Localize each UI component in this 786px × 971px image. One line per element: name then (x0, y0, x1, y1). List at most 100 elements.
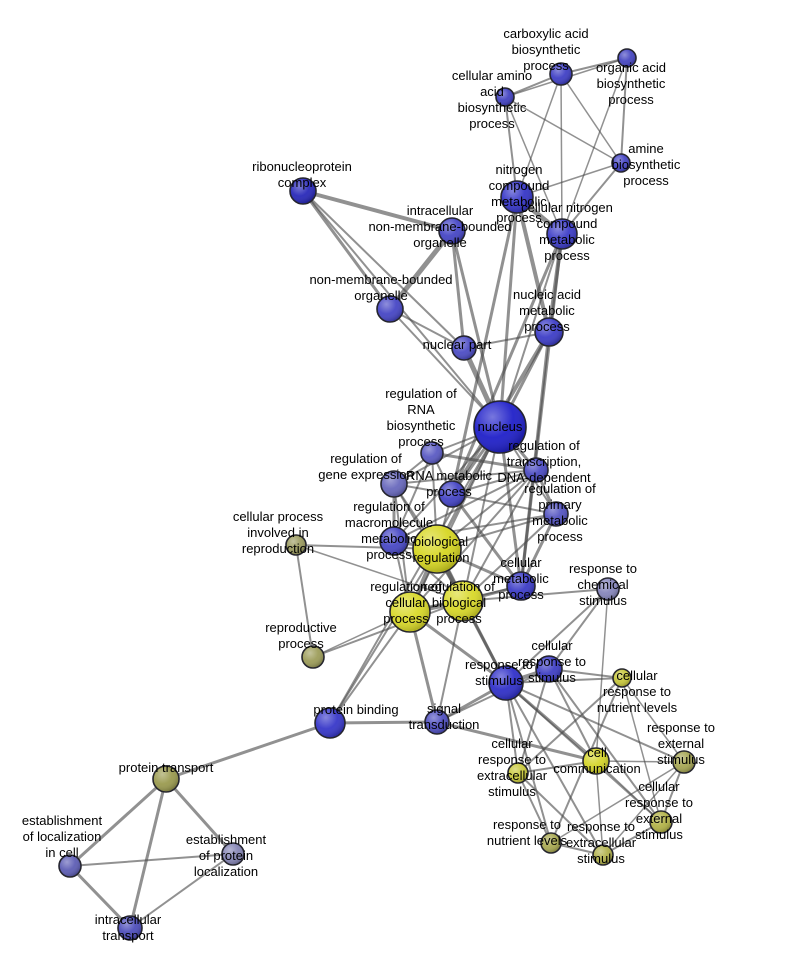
graph-edge-ccomm-sigtx (435, 720, 598, 763)
graph-edge-respstim-rext (505, 682, 685, 763)
graph-edge-pbind-nucleus (329, 426, 501, 724)
graph-edge-respstim-crnutr (505, 677, 623, 684)
graph-edge-inmb-npart (450, 229, 466, 350)
graph-edge-crnutr-crext (621, 677, 662, 823)
node-label-nucleus: nucleus (478, 419, 523, 434)
graph-edge-respchem-cellrstim (548, 588, 609, 670)
graph-edge-regtx-regrna (430, 451, 538, 472)
graph-edge-amino-cnitro (504, 96, 563, 235)
graph-edge-crnutr-crextra (517, 677, 623, 774)
graph-edge-inmb-nmb (387, 228, 455, 312)
graph-edge-cellrstim-crext (548, 668, 662, 823)
graph-edge-carb-cnitro (560, 73, 563, 235)
graph-edge-carb-amine (560, 73, 622, 164)
graph-node-bioreg[interactable] (412, 524, 462, 574)
graph-edge-amino-amine (504, 96, 622, 164)
graph-edge-ptrans-estloc (68, 777, 168, 868)
graph-edge-crextra-rnutr (517, 772, 552, 844)
graph-edge-estloc-estprot (69, 853, 234, 867)
graph-edge-cpir-repro (295, 544, 314, 658)
graph-edge-ribo-npart (302, 190, 465, 349)
graph-edge-respchem-respstim (505, 588, 609, 684)
graph-edge-regtx-regcell (409, 469, 537, 613)
graph-edge-rext-rnutr (550, 761, 685, 844)
graph-edge-regtx-regbio (462, 469, 537, 602)
graph-edge-regrna-regmacro (393, 452, 433, 542)
node-label-npart: nuclear part (423, 337, 492, 352)
graph-edge-cnitro-rnamet (450, 232, 564, 496)
graph-edge-nmb-npart (389, 308, 465, 349)
graph-edge-nitro-rnamet (450, 195, 519, 496)
graph-edge-ccomm-rextra (595, 760, 604, 856)
graph-edge-nitro-nucleus (498, 195, 519, 429)
graph-edge-ribo-nmb (301, 189, 392, 311)
graph-edge-ptrans-estprot (164, 777, 235, 856)
node-label-pbind: protein binding (313, 702, 398, 717)
graph-edge-respstim-crext (505, 682, 662, 823)
graph-edge-cpir-regbio (295, 544, 464, 602)
graph-edge-respchem-regbio (462, 588, 609, 602)
graph-edge-estprot-intrans (129, 853, 234, 929)
graph-edge-orga-cnitro (561, 57, 628, 235)
graph-edge-rext-ccomm (595, 760, 685, 763)
graph-edge-rnamet-regprim (451, 493, 557, 515)
graph-edge-ribo-inmb (301, 189, 454, 233)
graph-edge-regtx-rnamet (451, 469, 537, 495)
graph-edge-cellrstim-crextra (517, 668, 550, 774)
graph-edge-nitro-nucac (515, 195, 551, 334)
graph-edge-sigtx-pbind (328, 720, 439, 725)
graph-edge-regtx-reggene (393, 469, 537, 485)
graph-edge-inmb-nucleus (450, 229, 502, 429)
graph-edge-rnamet-cellmet (450, 492, 523, 588)
graph-edge-pbind-ptrans (164, 721, 332, 781)
graph-edge-ptrans-intrans (128, 777, 168, 930)
graph-edge-respstim-rextra (505, 682, 604, 856)
graph-edge-pbind-bioreg (329, 548, 438, 724)
graph-edge-rext-rextra (602, 761, 685, 856)
graph-edge-amine-nitro (516, 162, 622, 198)
graph-edge-orga-amine (620, 57, 628, 164)
graph-edge-crextra-rextra (517, 772, 604, 856)
node-label-ptrans: protein transport (119, 760, 214, 775)
graph-edge-carb-nitro (516, 73, 562, 198)
graph-edge-crnutr-rext (621, 677, 685, 763)
graph-edge-cellrstim-ccomm (548, 668, 597, 762)
